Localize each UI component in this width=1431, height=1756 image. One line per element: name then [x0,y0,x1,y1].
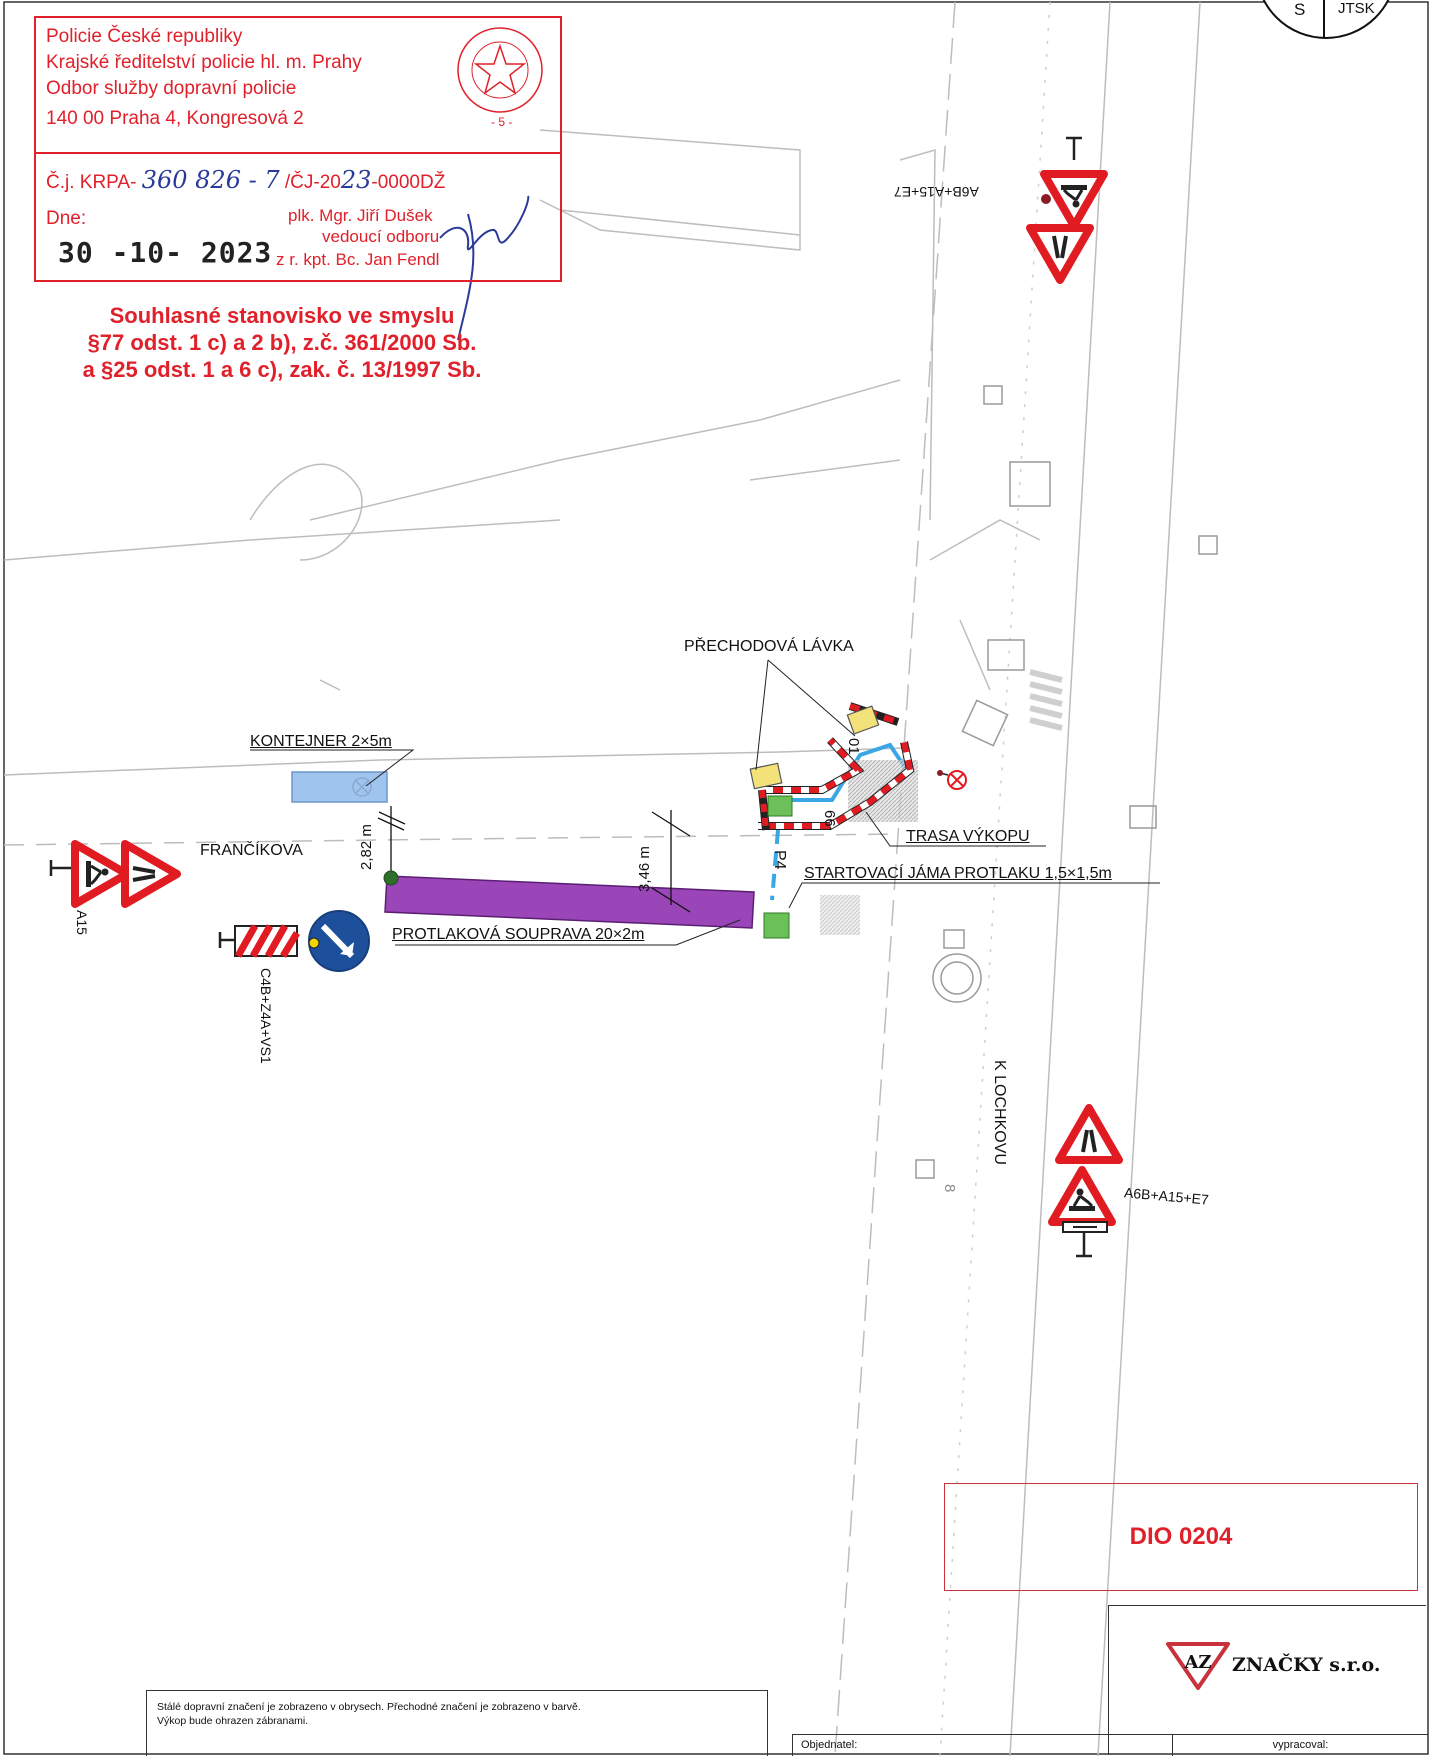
stamp-line-1: Policie České republiky [46,26,243,47]
company-logo: AZ ZNAČKY s.r.o. [1166,1640,1380,1690]
cj-number: 360 826 - 7 [141,166,280,194]
police-seal [457,27,543,113]
label-prechodova-lavka: PŘECHODOVÁ LÁVKA [684,638,854,655]
walkway-west [749,762,783,790]
label-p4: P4 [771,850,788,870]
dne-label: Dne: [46,208,87,229]
stamp-date: 30 -10- 2023 [58,236,273,269]
survey-point-icon [383,870,399,886]
consent-line-1: Souhlasné stanovisko ve smyslu [109,303,455,328]
crosswalk [1029,669,1063,731]
note-line-2: Výkop bude ohrazen zábranami. [157,1715,309,1727]
label-k-lochkovu: K LOCHKOVU [991,1060,1008,1165]
container-symbol-icon [352,777,372,797]
signatory-role: vedoucí odboru [322,227,440,246]
stamp-line-3: Odbor služby dopravní policie [46,78,297,99]
label-a15: A15 [74,910,90,935]
legend-note: Stálé dopravní značení je zobrazeno v ob… [146,1690,768,1756]
footer-objednatel: Objednatel: [792,1734,1172,1756]
stamp-line-4: 140 00 Praha 4, Kongresová 2 [46,108,304,129]
barriers [758,702,915,831]
company-name: ZNAČKY s.r.o. [1232,1654,1381,1676]
permanent-objects [915,385,1218,1179]
handwritten-signature [439,195,530,341]
dimension-282 [377,806,406,878]
case-number: Č.j. KRPA- 360 826 - 7 /ČJ-2023-0000DŽ [46,166,445,194]
stamp-divider [36,152,560,154]
seal-number: - 5 - [491,115,513,129]
label-a6b-top: A6B+A15+E7 [894,184,979,200]
cj-suffix: -0000DŽ [371,172,446,193]
az-logo-icon: AZ [1166,1642,1230,1690]
title-block [1108,1605,1426,1755]
note-line-1: Stálé dopravní značení je zobrazeno v ob… [157,1701,581,1713]
label-66: 66 [821,810,838,827]
label-kontejner: KONTEJNER 2×5m [250,733,392,750]
sign-group-top [1030,136,1104,280]
stamp-line-2: Krajské ředitelství policie hl. m. Prahy [46,52,362,73]
boring-set-20x2m [384,875,755,929]
label-trasa-vykopu: TRASA VÝKOPU [906,828,1030,845]
logo-letters: AZ [1183,1652,1211,1673]
label-c4b: C4B+Z4A+VS1 [258,968,274,1064]
cj-mid: /ČJ-20 [284,172,341,193]
drawing-frame [3,1,1429,1755]
north-label-jtsk: JTSK [1338,0,1375,17]
label-francikova: FRANČÍKOVA [200,842,303,859]
footer-vypracoval: vypracoval: [1172,1734,1428,1756]
container-2x5m [291,771,388,803]
label-dim-346: 3,46 m [636,846,653,892]
sign-group-a15 [49,844,177,904]
north-arrow [1262,0,1390,39]
signatory-name: plk. Mgr. Jiří Dušek [288,206,433,225]
label-dim-282: 2,82 m [358,824,375,870]
walkway-east [846,705,880,735]
start-pit-top [767,795,793,817]
leader-lines [755,659,1160,909]
consent-line-3: a §25 odst. 1 a 6 c), zak. č. 13/1997 Sb… [82,357,482,382]
dimension-346 [651,810,691,913]
signatory-proxy: z r. kpt. Bc. Jan Fendl [276,250,440,269]
cj-prefix: Č.j. KRPA- [46,172,137,193]
dio-label: DIO 0204 [1129,1523,1233,1550]
label-8: 8 [941,1184,958,1193]
dio-label-box: DIO 0204 [944,1483,1418,1591]
label-01: 01 [845,738,862,755]
cj-year: 23 [340,166,372,194]
consent-statement: Souhlasné stanovisko ve smyslu §77 odst.… [0,302,564,383]
trench-route [770,742,912,901]
consent-line-2: §77 odst. 1 c) a 2 b), z.č. 361/2000 Sb. [87,330,477,355]
start-pit-protlak [763,912,790,939]
sign-group-c4b [218,910,370,972]
north-label-s: S [1294,0,1306,19]
label-startovaci-jama: STARTOVACÍ JÁMA PROTLAKU 1,5×1,5m [804,865,1112,882]
label-protlakova-souprava: PROTLAKOVÁ SOUPRAVA 20×2m [392,926,645,943]
police-stamp: Policie České republiky Krajské ředitels… [34,16,562,282]
sign-group-bottom [1052,1108,1119,1258]
